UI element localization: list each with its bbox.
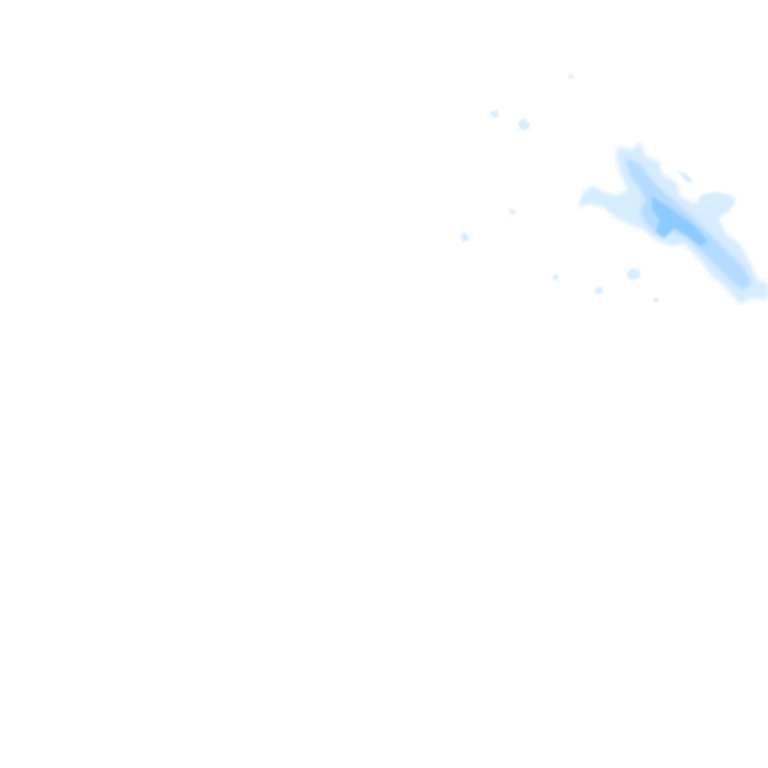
precipitation-cell xyxy=(568,74,574,79)
precipitation-cell xyxy=(508,208,516,214)
precipitation-cell xyxy=(654,298,658,302)
precipitation-cell xyxy=(490,110,500,118)
precipitation-band-intense xyxy=(652,196,708,246)
precipitation-cell xyxy=(518,118,530,130)
precipitation-cell xyxy=(460,232,470,242)
precipitation-cell xyxy=(594,286,604,294)
precipitation-cell xyxy=(678,170,694,182)
precipitation-cell xyxy=(552,274,558,280)
precipitation-cell xyxy=(626,268,640,280)
precipitation-cell xyxy=(700,192,734,212)
